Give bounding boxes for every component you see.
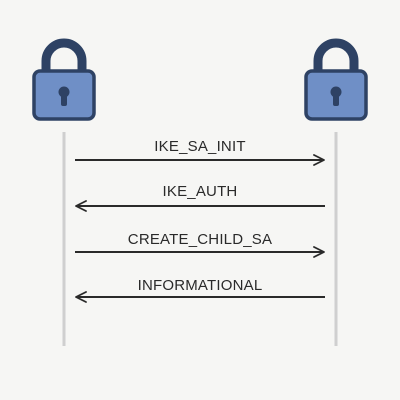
message-label-ike-sa-init: IKE_SA_INIT (154, 138, 245, 155)
message-ike-auth: IKE_AUTH (75, 183, 325, 212)
message-label-create-child-sa: CREATE_CHILD_SA (128, 231, 272, 248)
message-ike-sa-init: IKE_SA_INIT (75, 138, 325, 166)
message-label-ike-auth: IKE_AUTH (163, 183, 238, 200)
message-label-informational: INFORMATIONAL (138, 277, 263, 294)
lock-icon-right (304, 38, 368, 121)
message-informational: INFORMATIONAL (75, 277, 325, 303)
message-create-child-sa: CREATE_CHILD_SA (75, 231, 325, 258)
lock-icon-left (32, 38, 96, 121)
